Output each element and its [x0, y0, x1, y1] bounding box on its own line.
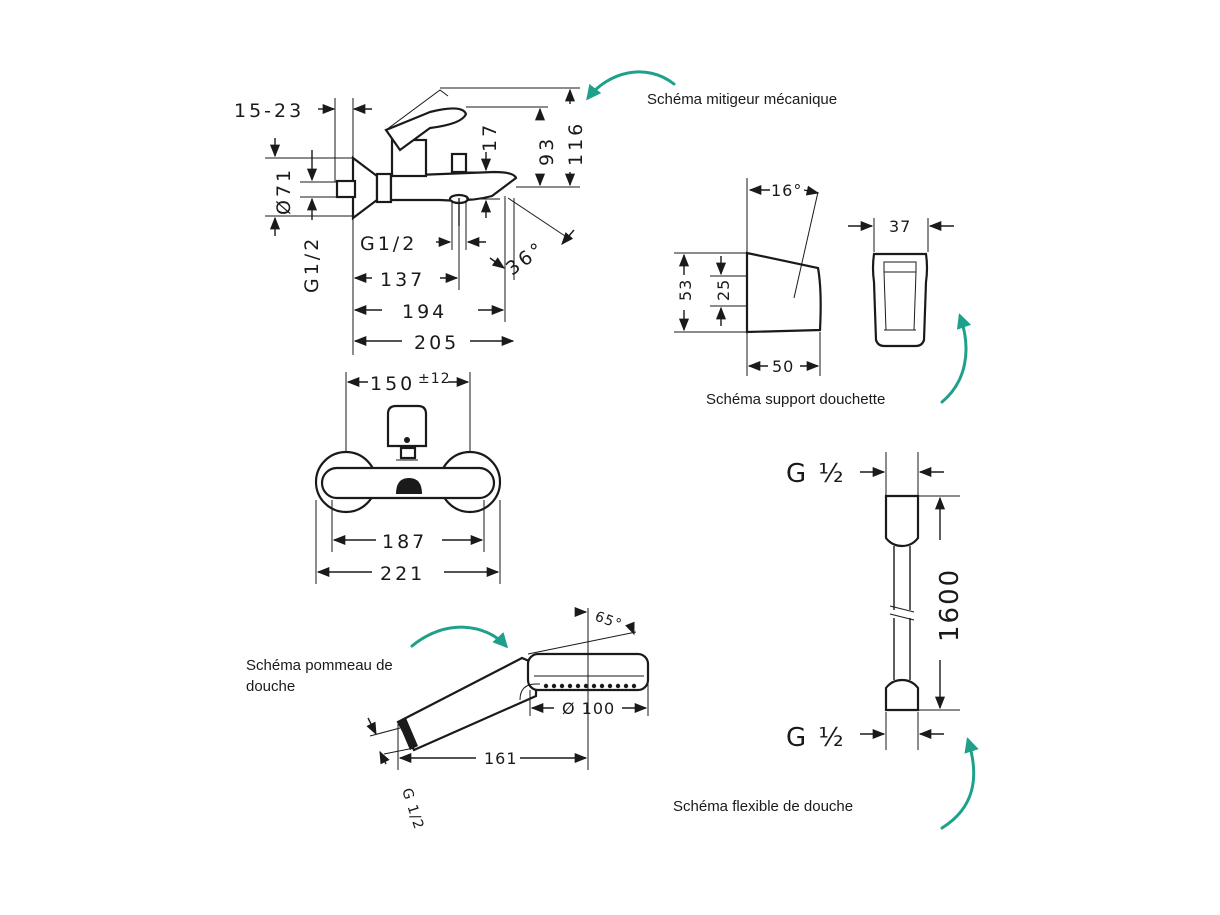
- caption-pommeau-line1: Schéma pommeau de: [246, 657, 393, 674]
- curved-arrow-icon: [940, 737, 979, 830]
- dim-16-degrees: 16°: [771, 181, 802, 200]
- dim-65-degrees: 65°: [593, 609, 625, 634]
- dim-187: 187: [382, 531, 427, 553]
- dim-diam100: Ø 100: [562, 699, 615, 718]
- dim-53: 53: [676, 279, 695, 301]
- dim-116: 116: [565, 121, 587, 166]
- flexible-view: G ½ 1600 G ½: [786, 452, 965, 753]
- mitigeur-front-view: 150 ±12 187 221: [314, 371, 502, 585]
- dim-25: 25: [714, 279, 733, 301]
- pommeau-view: 65° Ø 100 161 G 1/2: [366, 606, 650, 832]
- dim-diam71: Ø71: [273, 167, 295, 215]
- dim-137: 137: [380, 269, 425, 291]
- caption-flexible: Schéma flexible de douche: [673, 798, 853, 815]
- mitigeur-side-view: 15-23 Ø71 G1/2 17 93 116 G1/2: [234, 87, 587, 355]
- dim-50: 50: [772, 357, 794, 376]
- dim-g12-horizontal: G1/2: [360, 233, 417, 255]
- dim-1600: 1600: [935, 568, 965, 642]
- curved-arrow-icon: [586, 70, 676, 101]
- caption-pommeau-line2: douche: [246, 678, 295, 695]
- dim-205: 205: [414, 332, 459, 354]
- curved-arrow-icon: [940, 313, 972, 404]
- dim-194: 194: [402, 301, 447, 323]
- dim-150-tolerance: ±12: [418, 371, 451, 387]
- caption-support: Schéma support douchette: [706, 391, 885, 408]
- dim-161: 161: [484, 749, 518, 768]
- dim-93: 93: [536, 136, 558, 166]
- dim-g12-pommeau: G 1/2: [398, 786, 426, 832]
- dim-g12-vertical: G1/2: [301, 236, 323, 293]
- dim-15-23: 15-23: [234, 100, 304, 122]
- support-front-view: 37: [848, 217, 954, 348]
- dim-221: 221: [380, 563, 425, 585]
- support-side-view: 16° 53 25 50: [674, 178, 822, 376]
- curved-arrow-icon: [410, 625, 509, 649]
- dim-g12-bottom: G ½: [786, 723, 846, 753]
- caption-mitigeur: Schéma mitigeur mécanique: [647, 91, 837, 108]
- dim-36-degrees: 36°: [502, 237, 549, 280]
- dim-17: 17: [479, 122, 501, 152]
- dim-g12-top: G ½: [786, 459, 846, 489]
- dim-150: 150: [370, 373, 415, 395]
- dim-37: 37: [889, 217, 911, 236]
